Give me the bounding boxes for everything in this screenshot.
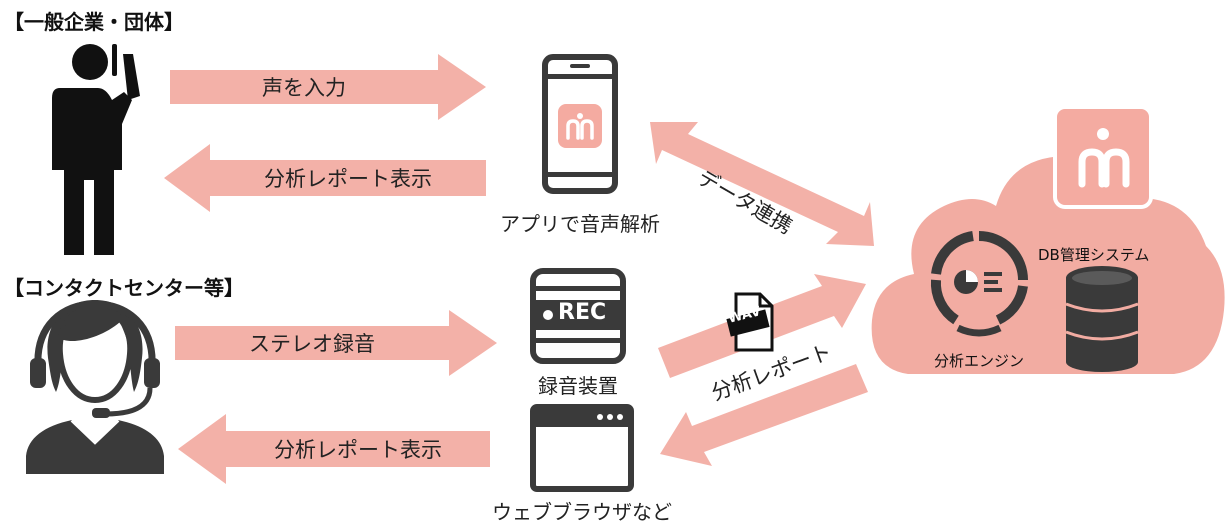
browser-caption: ウェブブラウザなど (492, 500, 672, 524)
report-display-top-arrow: 分析レポート表示 (164, 144, 486, 212)
recorder-caption: 録音装置 (538, 374, 618, 398)
wav-file-icon (726, 292, 774, 352)
voice-input-label: 声を入力 (262, 76, 346, 100)
report-display-bottom-label: 分析レポート表示 (274, 438, 442, 462)
data-link-arrow (650, 122, 874, 246)
general-org-label: 【一般企業・団体】 (4, 10, 184, 34)
report-display-top-label: 分析レポート表示 (264, 167, 432, 191)
analysis-engine-icon (930, 231, 1028, 337)
stereo-recording-arrow: ステレオ録音 (175, 310, 497, 376)
cloud-icon (871, 156, 1225, 374)
voice-input-arrow: 声を入力 (170, 54, 486, 120)
analysis-engine-caption: 分析エンジン (934, 352, 1025, 370)
app-logo-icon (1053, 105, 1153, 209)
db-caption: DB管理システム (1038, 246, 1150, 264)
contact-center-label: 【コンタクトセンター等】 (4, 276, 244, 300)
operator-headset-icon (26, 300, 164, 474)
database-icon (1065, 266, 1139, 372)
smartphone-icon (542, 54, 618, 194)
browser-window-icon (530, 404, 634, 492)
person-phone-icon (52, 44, 140, 255)
stereo-recording-label: ステレオ録音 (249, 332, 375, 356)
app-caption: アプリで音声解析 (500, 212, 660, 236)
recorder-icon (530, 268, 626, 364)
analysis-report-arrow (660, 364, 868, 466)
rec-badge: REC (558, 300, 607, 325)
report-display-bottom-arrow: 分析レポート表示 (178, 414, 490, 484)
